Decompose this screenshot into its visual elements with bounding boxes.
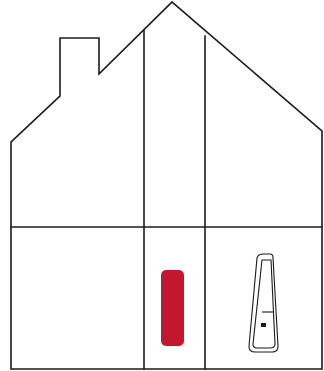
wall-router-icon (249, 254, 278, 352)
router-inner-outline (253, 260, 275, 348)
red-sensor-icon (161, 270, 184, 346)
router-port-icon (261, 323, 266, 327)
